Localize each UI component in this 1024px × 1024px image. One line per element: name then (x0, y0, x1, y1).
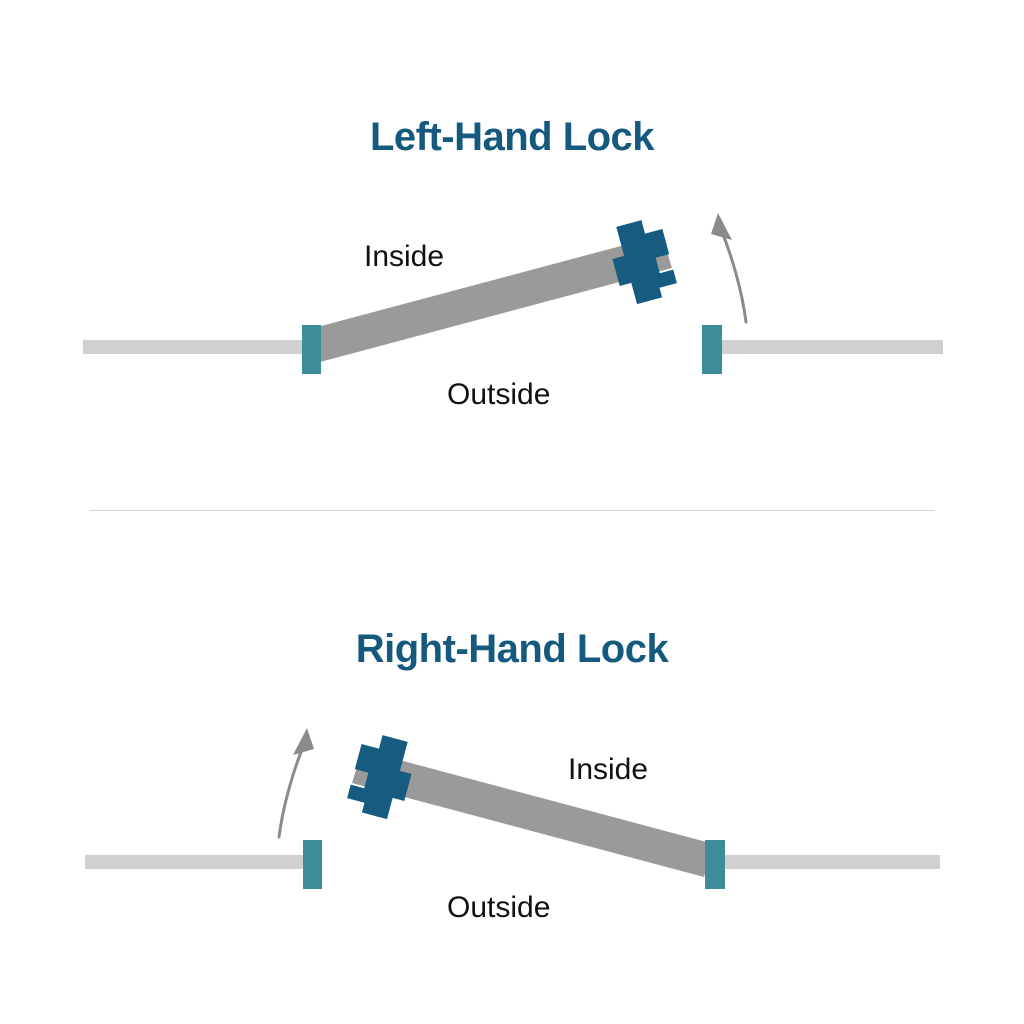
label-inside: Inside (568, 753, 649, 786)
label-outside: Outside (447, 891, 551, 924)
swing-direction-arrow-icon (711, 213, 748, 324)
strike-post-icon (702, 325, 722, 374)
door-slab-icon (310, 235, 672, 362)
panel-right-hand-lock: Right-Hand Lock (0, 512, 1024, 1024)
wall-segment-left-icon (83, 340, 303, 354)
section-divider (90, 510, 935, 511)
panel-title-left-hand-lock: Left-Hand Lock (369, 114, 655, 159)
diagram-stage-left-hand (83, 213, 943, 374)
label-inside: Inside (364, 240, 445, 273)
door-slab-icon (352, 750, 714, 877)
lock-body-icon (612, 220, 677, 305)
hinge-post-icon (705, 840, 725, 889)
hinge-post-icon (302, 325, 321, 374)
panel-left-hand-lock: Left-Hand Lock (83, 114, 943, 411)
strike-post-icon (303, 840, 322, 889)
label-outside: Outside (447, 378, 551, 411)
swing-direction-arrow-icon (277, 728, 314, 839)
wall-segment-left-icon (85, 855, 304, 869)
diagram-stage-right-hand (0, 512, 1024, 1024)
wall-segment-right-icon (722, 340, 943, 354)
panel-title-right-hand-lock: Right-Hand Lock (355, 626, 669, 671)
lock-body-icon (347, 735, 412, 820)
wall-segment-right-icon (724, 855, 940, 869)
